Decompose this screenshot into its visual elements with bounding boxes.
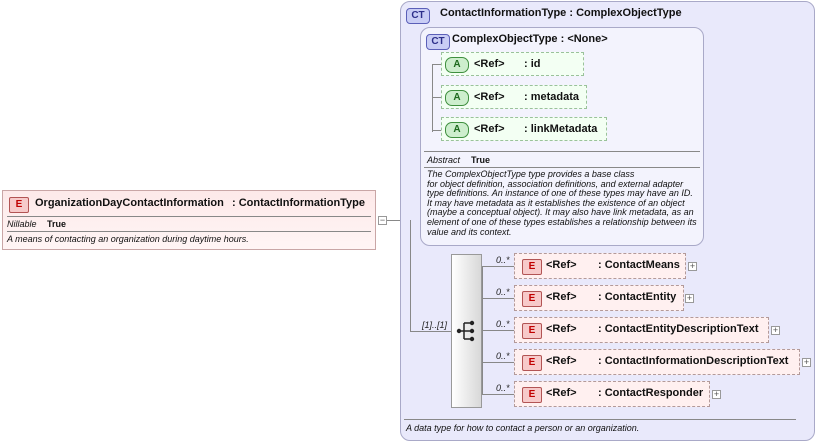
child-occurrence: 0..*	[496, 351, 510, 361]
attribute-linkmetadata[interactable]: A <Ref> : linkMetadata	[441, 117, 607, 141]
expand-toggle[interactable]: +	[685, 293, 694, 303]
element-badge: E	[522, 323, 542, 339]
child-name: : ContactEntity	[598, 291, 677, 303]
attribute-name: : metadata	[524, 91, 580, 103]
collapse-toggle[interactable]: −	[378, 215, 387, 225]
ct-badge: CT	[406, 8, 430, 24]
element-type: : ContactInformationType	[232, 197, 366, 209]
child-ref: <Ref>	[546, 291, 577, 303]
abstract-label: Abstract	[427, 155, 461, 165]
child-contact-responder[interactable]: E <Ref> : ContactResponder	[514, 381, 710, 407]
element-description: A means of contacting an organization du…	[7, 234, 249, 244]
element-name: OrganizationDayContactInformation	[35, 197, 224, 209]
attribute-badge: A	[445, 57, 469, 73]
child-ref: <Ref>	[546, 355, 577, 367]
child-name: : ContactEntityDescriptionText	[598, 323, 759, 335]
base-ct-badge: CT	[426, 34, 450, 50]
child-occurrence: 0..*	[496, 255, 510, 265]
sequence-compositor[interactable]	[451, 254, 482, 408]
base-type-description: The ComplexObjectType type provides a ba…	[427, 169, 697, 237]
child-contact-entity-description-text[interactable]: E <Ref> : ContactEntityDescriptionText	[514, 317, 769, 343]
connector	[387, 220, 400, 221]
attribute-metadata[interactable]: A <Ref> : metadata	[441, 85, 587, 109]
child-name: : ContactInformationDescriptionText	[598, 355, 789, 367]
attribute-ref: <Ref>	[474, 91, 505, 103]
attribute-badge: A	[445, 90, 469, 106]
nillable-label: Nillable	[7, 219, 37, 229]
child-contact-information-description-text[interactable]: E <Ref> : ContactInformationDescriptionT…	[514, 349, 800, 375]
sequence-icon	[456, 320, 475, 342]
attribute-ref: <Ref>	[474, 58, 505, 70]
expand-toggle[interactable]: +	[688, 261, 697, 271]
child-contact-entity[interactable]: E <Ref> : ContactEntity	[514, 285, 684, 311]
child-ref: <Ref>	[546, 323, 577, 335]
child-occurrence: 0..*	[496, 383, 510, 393]
expand-toggle[interactable]: +	[712, 389, 721, 399]
element-box[interactable]: E OrganizationDayContactInformation : Co…	[2, 190, 376, 250]
element-badge: E	[9, 197, 29, 213]
child-contact-means[interactable]: E <Ref> : ContactMeans	[514, 253, 686, 279]
attribute-badge: A	[445, 122, 469, 138]
complex-type-title: ContactInformationType : ComplexObjectTy…	[440, 7, 682, 19]
sequence-occurrence: [1]..[1]	[422, 320, 448, 330]
element-badge: E	[522, 387, 542, 403]
child-name: : ContactMeans	[598, 259, 680, 271]
attribute-ref: <Ref>	[474, 123, 505, 135]
child-occurrence: 0..*	[496, 319, 510, 329]
element-badge: E	[522, 355, 542, 371]
child-ref: <Ref>	[546, 259, 577, 271]
complex-type-description: A data type for how to contact a person …	[406, 423, 640, 433]
expand-toggle[interactable]: +	[771, 325, 780, 335]
attribute-id[interactable]: A <Ref> : id	[441, 52, 584, 76]
element-badge: E	[522, 259, 542, 275]
nillable-value: True	[47, 219, 67, 229]
attribute-name: : id	[524, 58, 541, 70]
child-name: : ContactResponder	[598, 387, 704, 399]
base-type-title: ComplexObjectType : <None>	[452, 33, 608, 45]
expand-toggle[interactable]: +	[802, 357, 811, 367]
child-ref: <Ref>	[546, 387, 577, 399]
abstract-value: True	[471, 155, 491, 165]
attribute-name: : linkMetadata	[524, 123, 598, 135]
child-occurrence: 0..*	[496, 287, 510, 297]
element-badge: E	[522, 291, 542, 307]
